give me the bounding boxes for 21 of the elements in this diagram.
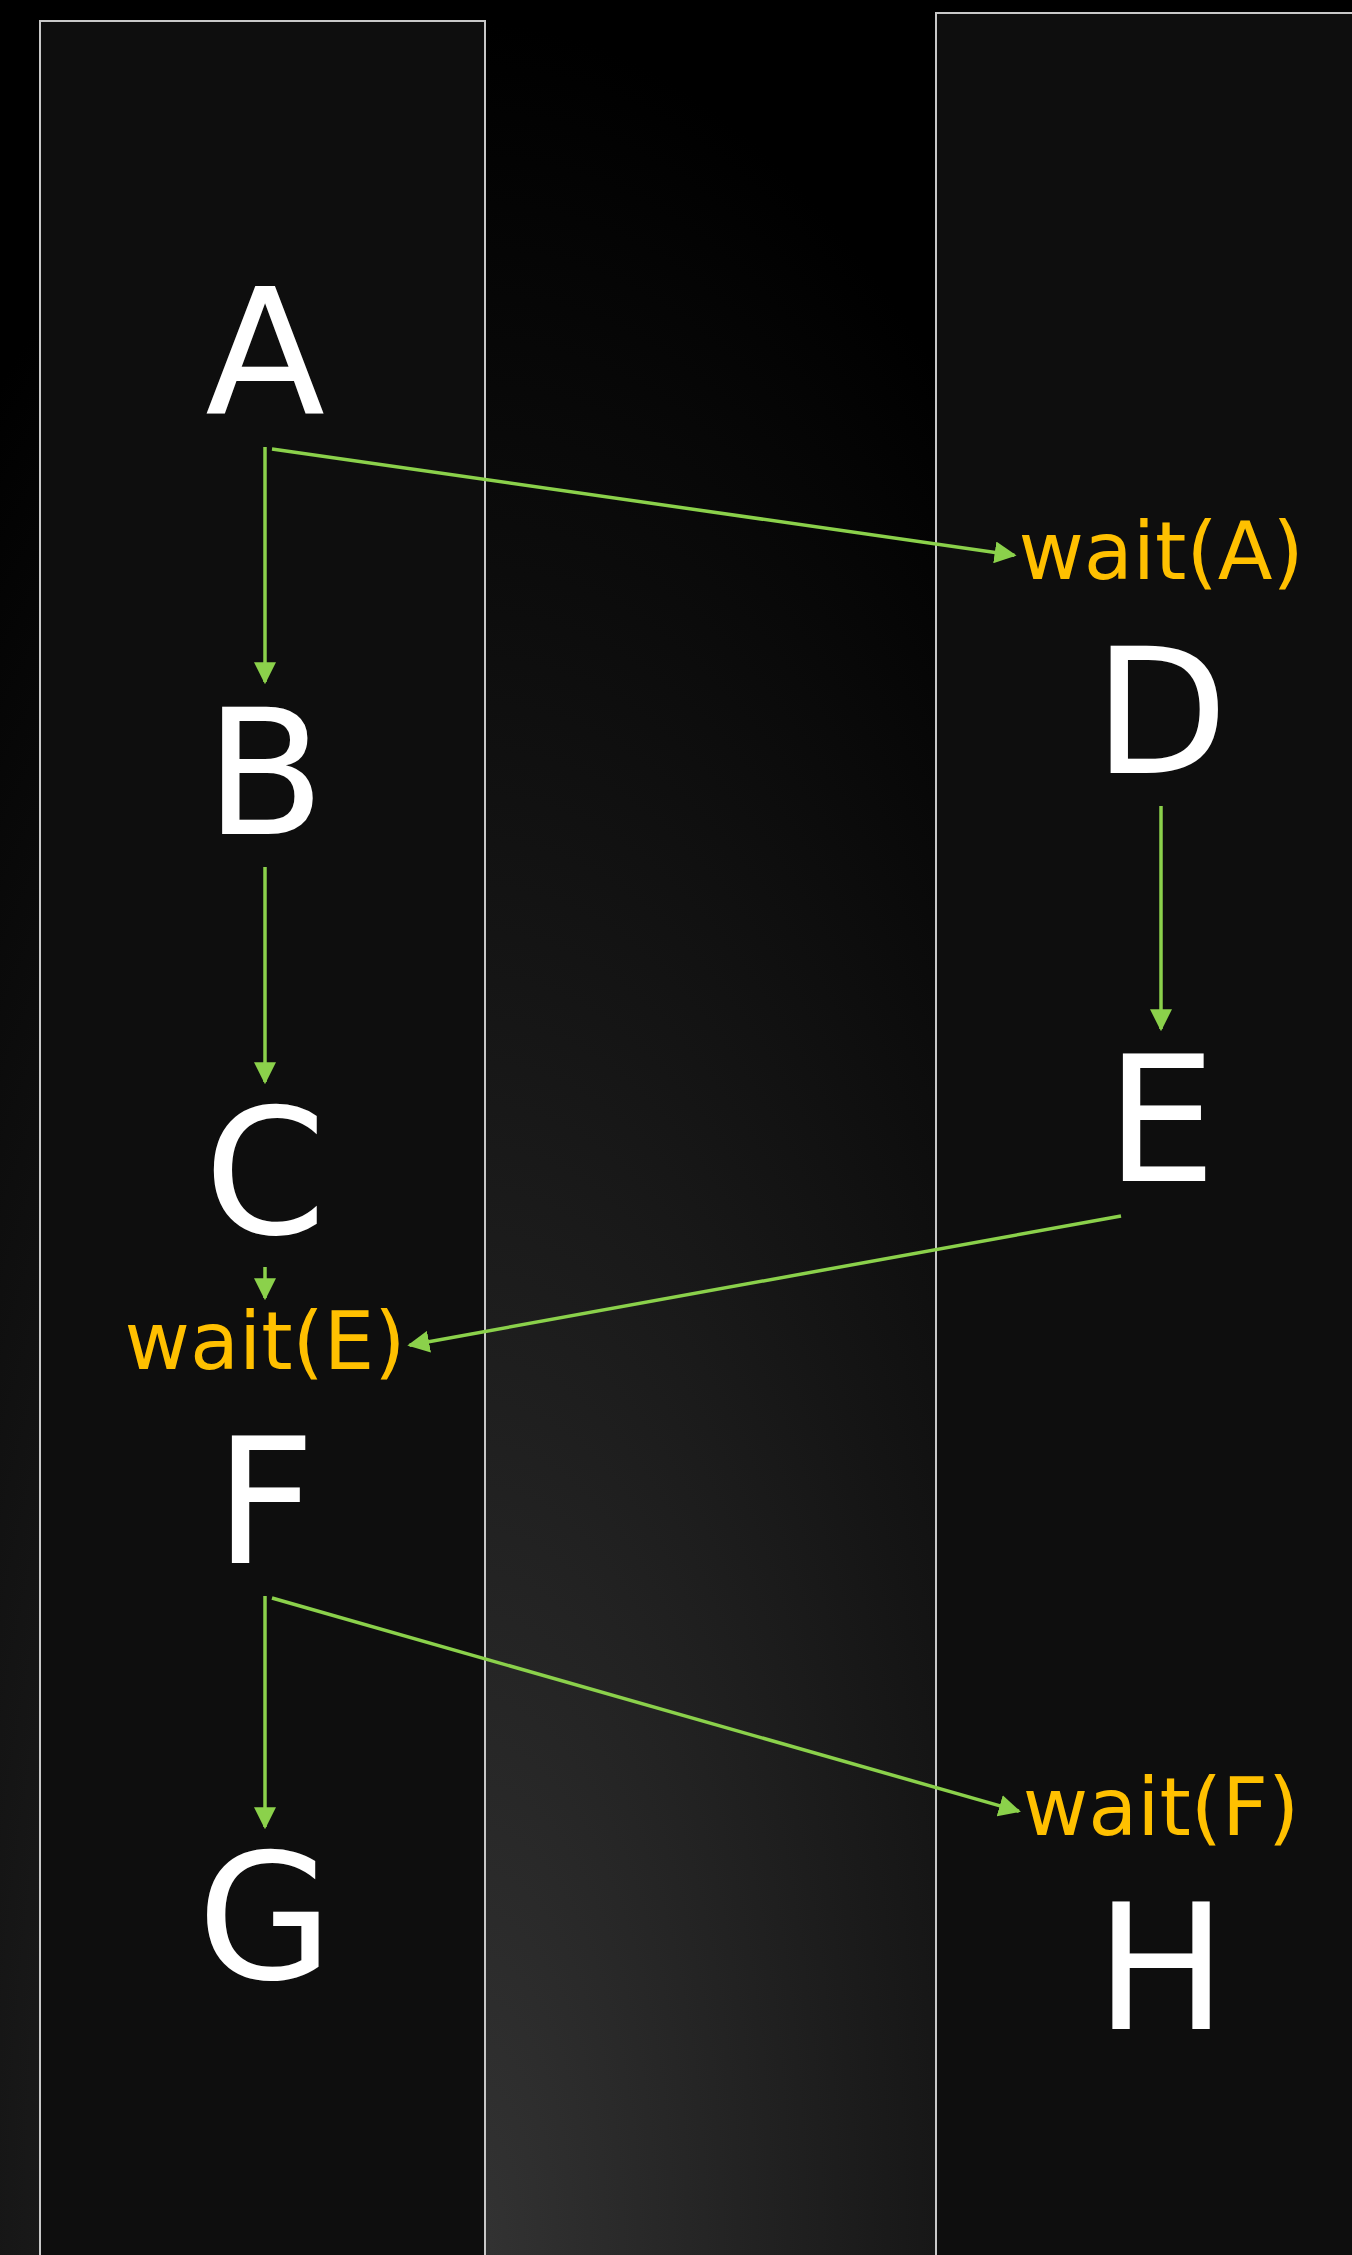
wait-label: wait(F)	[1022, 1768, 1300, 1848]
node-letter: G	[197, 1831, 333, 2006]
node-letter: D	[1093, 625, 1229, 800]
node-letter: H	[1095, 1881, 1227, 2056]
node-letter: F	[214, 1415, 316, 1590]
arrow	[407, 1214, 1122, 1353]
lane-panel	[935, 12, 1352, 2255]
node-letter: E	[1105, 1033, 1217, 1208]
arrow	[1150, 806, 1172, 1032]
arrow	[271, 447, 1017, 564]
node-letter: C	[203, 1086, 327, 1261]
arrow	[254, 1267, 276, 1301]
arrow	[271, 1596, 1021, 1817]
arrow	[254, 867, 276, 1085]
arrow	[254, 1596, 276, 1830]
arrow	[254, 447, 276, 685]
node-letter: B	[204, 686, 326, 861]
lane-panel	[39, 20, 486, 2255]
node-letter: A	[205, 266, 325, 441]
wait-label: wait(E)	[124, 1302, 406, 1382]
wait-label: wait(A)	[1018, 512, 1304, 592]
